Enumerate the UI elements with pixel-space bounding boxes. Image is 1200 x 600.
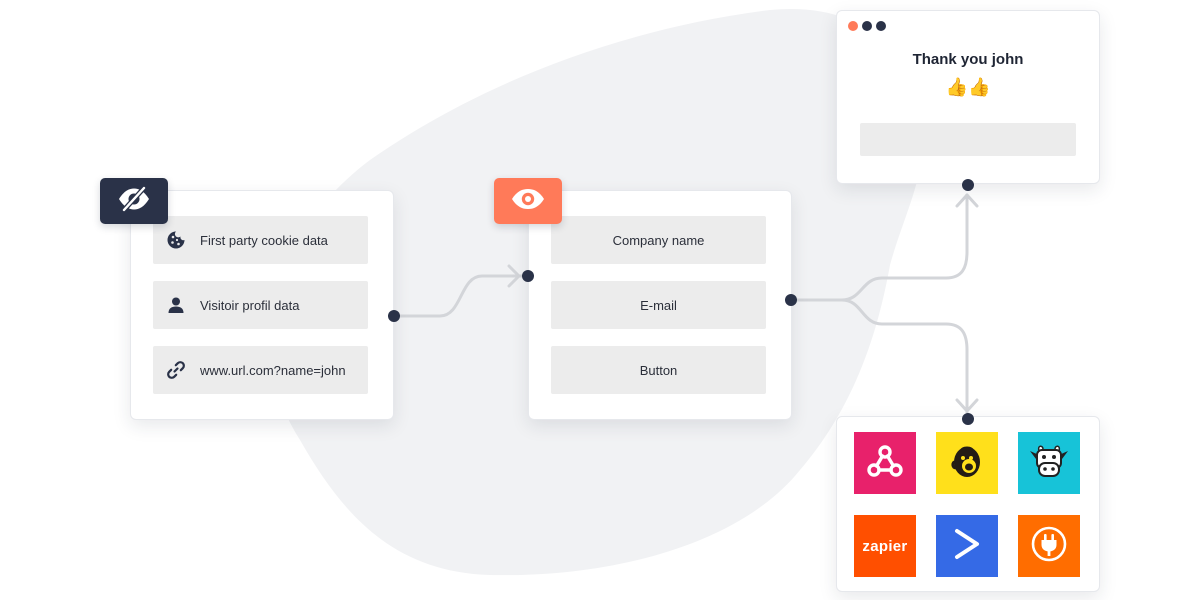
- integrations-card: zapier: [836, 416, 1100, 592]
- thank-you-title: Thank you john: [912, 51, 1024, 68]
- integration-mailchimp[interactable]: [936, 432, 998, 494]
- cookie-data-row: First party cookie data: [153, 216, 368, 264]
- source-output-node[interactable]: [388, 310, 400, 322]
- thank-you-window: Thank you john 👍👍: [836, 10, 1100, 184]
- webhook-icon: [866, 443, 904, 484]
- profile-data-row: Visitoir profil data: [153, 281, 368, 329]
- thumbs-up-emoji: 👍👍: [945, 77, 991, 97]
- company-name-label: Company name: [612, 232, 705, 248]
- form-button[interactable]: Button: [551, 346, 766, 394]
- company-name-field[interactable]: Company name: [551, 216, 766, 264]
- profile-data-label: Visitoir profil data: [200, 297, 300, 313]
- integration-webhook[interactable]: [854, 432, 916, 494]
- form-input-node[interactable]: [522, 270, 534, 282]
- mailchimp-icon: [949, 442, 985, 485]
- visible-form-badge: [494, 178, 562, 224]
- activecampaign-icon: [952, 527, 982, 566]
- hidden-data-badge: [100, 178, 168, 224]
- cookie-data-label: First party cookie data: [200, 232, 328, 248]
- eye-off-icon: [116, 185, 152, 218]
- source-data-card: First party cookie data Visitoir profil …: [130, 190, 394, 420]
- integration-cow[interactable]: [1018, 432, 1080, 494]
- window-dot-dark: [862, 21, 872, 31]
- form-button-label: Button: [639, 362, 678, 378]
- email-label: E-mail: [640, 297, 677, 313]
- window-dot-dark: [876, 21, 886, 31]
- user-icon: [165, 294, 187, 316]
- window-dot-orange: [848, 21, 858, 31]
- integration-activecampaign[interactable]: [936, 515, 998, 577]
- email-field[interactable]: E-mail: [551, 281, 766, 329]
- integration-zapier[interactable]: zapier: [854, 515, 916, 577]
- integrations-node[interactable]: [962, 413, 974, 425]
- integration-plug[interactable]: [1018, 515, 1080, 577]
- thank-you-node[interactable]: [962, 179, 974, 191]
- form-card: Company name E-mail Button: [528, 190, 792, 420]
- link-icon: [165, 359, 187, 381]
- cookie-icon: [165, 229, 187, 251]
- thank-you-placeholder-bar: [860, 123, 1076, 156]
- url-param-row: www.url.com?name=john: [153, 346, 368, 394]
- form-output-node[interactable]: [785, 294, 797, 306]
- plug-icon: [1029, 524, 1069, 569]
- cow-icon: [1027, 441, 1071, 486]
- url-param-label: www.url.com?name=john: [200, 362, 346, 378]
- eye-icon: [510, 187, 546, 216]
- zapier-icon: zapier: [862, 537, 908, 555]
